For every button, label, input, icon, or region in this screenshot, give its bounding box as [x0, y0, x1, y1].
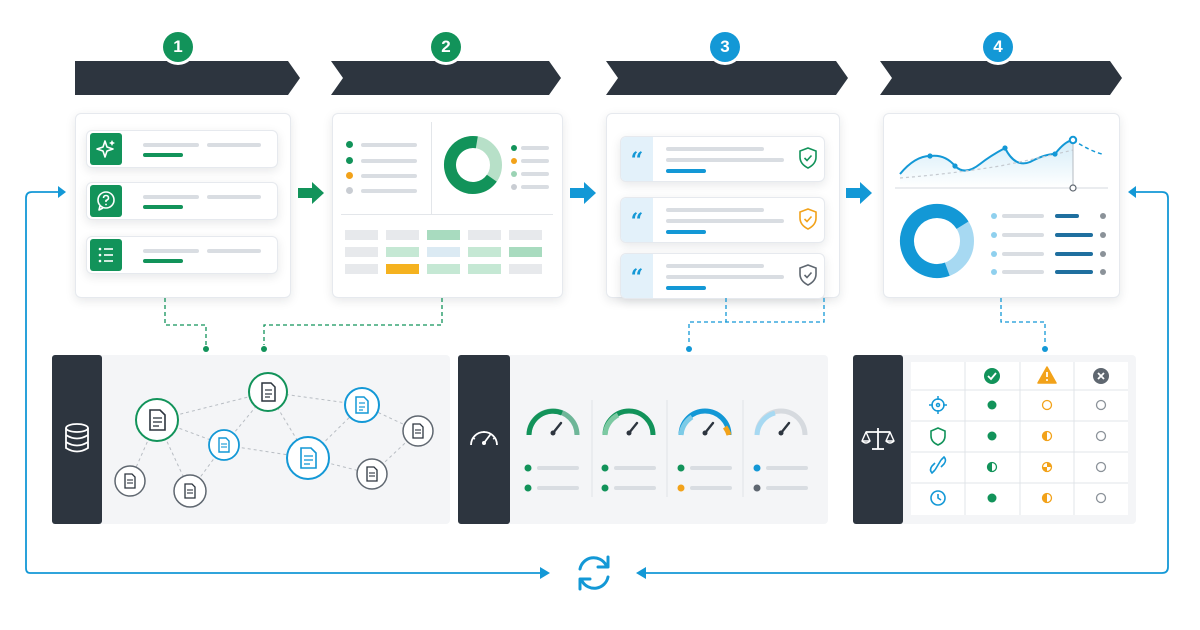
step-3-card: “ “ “ — [606, 113, 840, 299]
quote-item-2: “ — [620, 197, 825, 243]
document-node — [248, 372, 288, 412]
sync-icon — [578, 555, 610, 591]
gauges-panel — [458, 355, 828, 524]
document-node — [286, 436, 330, 480]
document-node — [344, 387, 380, 423]
arrow-1-2 — [298, 182, 324, 204]
shield-check-icon — [799, 147, 817, 169]
shield-check-icon — [799, 208, 817, 230]
sparkle-icon-tile — [90, 133, 122, 165]
scales-sidebar — [853, 355, 903, 524]
prompt-item — [86, 130, 278, 168]
document-node — [356, 458, 388, 490]
link-icon — [929, 455, 947, 475]
step-2-card — [332, 113, 563, 298]
gauge-3 — [678, 408, 732, 436]
question-icon-tile — [90, 185, 122, 217]
question-item — [86, 182, 278, 220]
document-node — [402, 415, 434, 447]
step-2-badge: 2 — [431, 32, 461, 62]
quote-icon: “ — [621, 137, 653, 181]
quote-item-1: “ — [620, 136, 825, 182]
arrow-2-3 — [570, 182, 596, 204]
database-sidebar — [52, 355, 102, 524]
step-4-badge: 4 — [983, 32, 1013, 62]
heatmap-table — [345, 230, 542, 274]
step-banners — [75, 61, 1122, 95]
document-node — [208, 429, 240, 461]
target-icon — [929, 396, 947, 414]
warning-icon — [1037, 366, 1057, 384]
quote-item-3: “ — [620, 253, 825, 299]
gauge-1 — [526, 408, 580, 436]
vertical-divider — [431, 122, 432, 214]
document-node — [135, 398, 179, 442]
list-icon — [98, 247, 113, 263]
step-2-banner — [331, 61, 561, 95]
question-icon — [97, 191, 115, 211]
horizontal-divider — [341, 214, 553, 215]
step-3-banner — [606, 61, 848, 95]
donut-chart — [444, 136, 502, 194]
gauge-2 — [602, 408, 656, 436]
evaluation-matrix-grid — [911, 362, 1128, 515]
check-circle-icon — [984, 368, 1000, 384]
scales-icon — [861, 428, 895, 450]
gauge-sidebar — [458, 355, 510, 524]
sparkle-icon — [96, 140, 115, 158]
shield-check-icon — [799, 264, 817, 286]
gauge-icon — [470, 431, 498, 446]
clock-icon — [930, 490, 946, 506]
list-item — [86, 236, 278, 274]
quote-icon: “ — [621, 198, 653, 242]
step-3-badge: 3 — [710, 32, 740, 62]
document-node — [173, 474, 207, 508]
x-circle-icon — [1093, 368, 1109, 384]
line-chart — [895, 135, 1108, 192]
step-1-banner — [75, 61, 300, 95]
step-4-banner — [880, 61, 1122, 95]
document-node — [114, 465, 146, 497]
quote-icon: “ — [621, 254, 653, 298]
list-icon-tile — [90, 239, 122, 271]
gauges — [524, 400, 808, 497]
step-4-card — [883, 113, 1120, 298]
donut-chart-blue — [900, 204, 974, 278]
step-1-card — [75, 113, 291, 298]
arrow-3-4 — [846, 182, 872, 204]
gauge-4 — [754, 408, 808, 436]
step-1-badge: 1 — [163, 32, 193, 62]
knowledge-graph — [114, 372, 434, 508]
database-icon — [65, 423, 89, 453]
shield-icon — [930, 427, 946, 446]
